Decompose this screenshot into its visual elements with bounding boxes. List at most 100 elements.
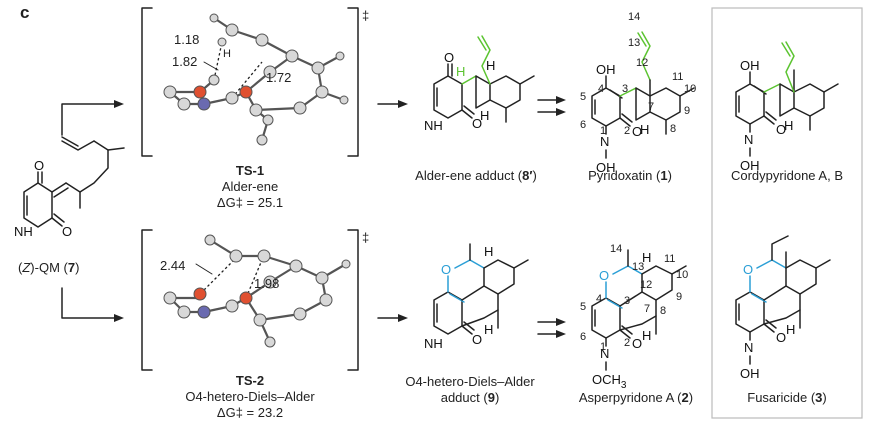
svg-text:OH: OH xyxy=(596,160,616,175)
ts2-distance-2: 1.98 xyxy=(254,276,279,291)
svg-text:N: N xyxy=(744,340,753,355)
ts2-bracket-right xyxy=(347,229,359,371)
ts1-type: Alder-ene xyxy=(222,179,278,194)
svg-text:H: H xyxy=(486,58,495,73)
ts1-distance-3: 1.72 xyxy=(266,70,291,85)
svg-text:7: 7 xyxy=(648,101,654,113)
reactant-o-top: O xyxy=(34,158,44,173)
svg-text:NH: NH xyxy=(424,336,443,351)
ts2-nitrogen xyxy=(197,305,211,319)
svg-text:5: 5 xyxy=(580,91,586,103)
ts1-dagger: ‡ xyxy=(362,8,369,23)
svg-text:N: N xyxy=(600,346,609,361)
svg-text:O: O xyxy=(599,268,609,283)
alder-ene-adduct-label: Alder-ene adduct (8′) xyxy=(415,168,537,183)
svg-text:5: 5 xyxy=(580,301,586,313)
hda-adduct-label-2: adduct (9) xyxy=(441,390,500,405)
svg-text:O: O xyxy=(444,50,454,65)
cordypyridone-label: Cordypyridone A, B xyxy=(731,168,843,183)
reactant-o-bottom: O xyxy=(62,224,72,239)
ts1-oxygen xyxy=(193,85,207,99)
fusaricide-structure: O O N OH H xyxy=(735,235,831,381)
svg-text:O: O xyxy=(632,336,642,351)
svg-text:OH: OH xyxy=(740,58,760,73)
asperpyridone-structure: O O N OCH3 H H 14 13 12 11 10 9 8 7 3 4 … xyxy=(580,243,688,391)
svg-text:O: O xyxy=(632,124,642,139)
svg-text:13: 13 xyxy=(632,261,644,273)
panel-letter: c xyxy=(20,3,29,22)
ts2-structure: ‡ xyxy=(141,229,369,420)
svg-text:13: 13 xyxy=(628,37,640,49)
natural-products-box xyxy=(711,7,863,419)
svg-text:12: 12 xyxy=(640,279,652,291)
svg-text:O: O xyxy=(743,262,753,277)
asperpyridone-och3: OCH3 xyxy=(592,372,627,391)
ts2-oxygen xyxy=(193,287,207,301)
svg-text:6: 6 xyxy=(580,331,586,343)
ts1-structure: ‡ xyxy=(141,7,369,210)
svg-text:9: 9 xyxy=(676,291,682,303)
svg-text:1: 1 xyxy=(600,125,606,137)
svg-text:10: 10 xyxy=(676,269,688,281)
svg-text:H: H xyxy=(786,322,795,337)
ts2-distance-1: 2.44 xyxy=(160,258,185,273)
ts1-nitrogen xyxy=(197,97,211,111)
svg-text:H: H xyxy=(484,322,493,337)
svg-text:O: O xyxy=(776,122,786,137)
svg-text:OH: OH xyxy=(596,62,616,77)
arrow-to-ts2 xyxy=(61,287,119,319)
svg-text:O: O xyxy=(441,262,451,277)
ts1-energy: ΔG‡ = 25.1 xyxy=(217,195,283,210)
svg-text:N: N xyxy=(600,134,609,149)
svg-text:7: 7 xyxy=(644,303,650,315)
ts2-label: TS-2 xyxy=(236,373,264,388)
ts1-label: TS-1 xyxy=(236,163,264,178)
svg-text:11: 11 xyxy=(672,71,683,83)
ts1-bracket-right xyxy=(347,7,359,157)
ts2-dagger: ‡ xyxy=(362,230,369,245)
svg-text:2: 2 xyxy=(624,337,630,349)
svg-text:O: O xyxy=(776,330,786,345)
svg-text:3: 3 xyxy=(622,83,628,95)
asperpyridone-label: Asperpyridone A (2) xyxy=(579,390,693,405)
svg-text:12: 12 xyxy=(636,57,648,69)
ts1-bracket-left xyxy=(141,7,153,157)
svg-text:3: 3 xyxy=(624,295,630,307)
svg-text:8: 8 xyxy=(660,305,666,317)
svg-text:14: 14 xyxy=(628,11,640,23)
ts1-distance-1: 1.18 xyxy=(174,32,199,47)
pyridoxatin-label: Pyridoxatin (1) xyxy=(588,168,672,183)
svg-text:1: 1 xyxy=(600,341,606,353)
arrow-to-ts1 xyxy=(61,103,119,136)
hda-adduct-structure: O O NH H H xyxy=(424,243,529,351)
alder-ene-adduct: O O NH H H H xyxy=(424,35,535,133)
svg-text:8: 8 xyxy=(670,123,676,135)
svg-text:H: H xyxy=(640,122,649,137)
svg-text:H: H xyxy=(484,244,493,259)
svg-text:H: H xyxy=(642,250,651,265)
svg-text:H: H xyxy=(480,108,489,123)
svg-text:OH: OH xyxy=(740,366,760,381)
svg-text:H: H xyxy=(456,64,465,79)
ts2-bracket-left xyxy=(141,229,153,371)
reactant-zqm: O O NH (Z)-QM (7) xyxy=(14,136,125,275)
svg-text:N: N xyxy=(744,132,753,147)
cordypyridone-structure: OH O N OH H xyxy=(735,41,839,173)
hda-adduct-label-1: O4-hetero-Diels–Alder xyxy=(405,374,535,389)
svg-text:14: 14 xyxy=(610,243,622,255)
ts1-distance-2: 1.82 xyxy=(172,54,197,69)
svg-text:O: O xyxy=(472,116,482,131)
fusaricide-label: Fusaricide (3) xyxy=(747,390,827,405)
svg-text:4: 4 xyxy=(598,83,604,95)
svg-text:9: 9 xyxy=(684,105,690,117)
ts2-type: O4-hetero-Diels–Alder xyxy=(185,389,315,404)
svg-text:O: O xyxy=(472,332,482,347)
svg-text:4: 4 xyxy=(596,293,602,305)
ts1-h-label: H xyxy=(223,48,231,60)
svg-text:H: H xyxy=(784,118,793,133)
pyridoxatin-structure: OH O N OH H 14 13 12 11 10 9 8 7 3 4 5 6… xyxy=(580,11,696,175)
ts2-energy: ΔG‡ = 23.2 xyxy=(217,405,283,420)
svg-text:11: 11 xyxy=(664,253,675,265)
reactant-nh: NH xyxy=(14,224,33,239)
